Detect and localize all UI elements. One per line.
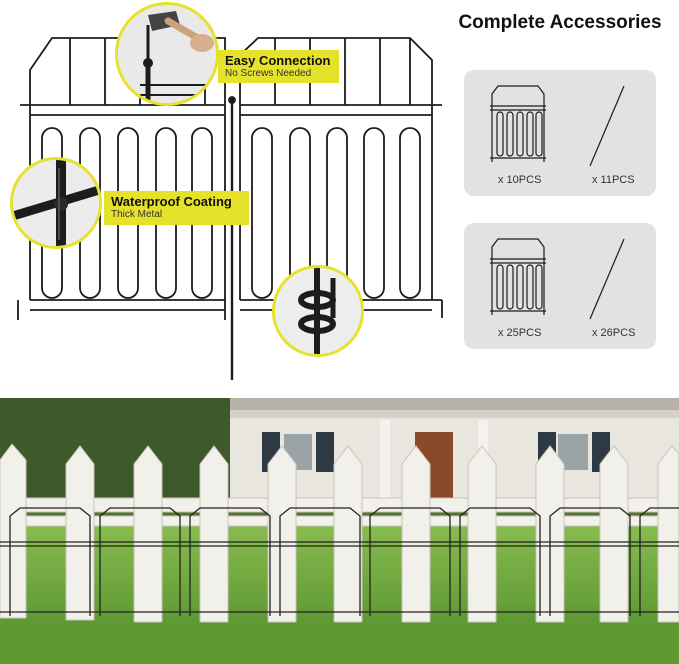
panel-quantity: x 10PCS <box>498 174 542 186</box>
hammer-icon <box>118 5 216 103</box>
hook-zoom-circle <box>272 265 364 357</box>
stake-quantity: x 26PCS <box>592 327 636 339</box>
easy-connection-title: Easy Connection <box>225 53 331 68</box>
accessories-title: Complete Accessories <box>458 12 662 33</box>
ground-stake-icon <box>589 85 625 167</box>
accessory-card-small: x 10PCS x 11PCS <box>464 70 656 196</box>
hook-connector-icon <box>275 268 361 354</box>
ground-stake-icon <box>589 238 625 320</box>
easy-connection-subtitle: No Screws Needed <box>225 68 312 79</box>
lifestyle-photo <box>0 398 679 664</box>
waterproof-coating-title: Waterproof Coating <box>111 194 232 209</box>
coating-zoom-circle <box>10 157 102 249</box>
waterproof-coating-label: Waterproof Coating Thick Metal <box>104 191 249 225</box>
accessory-card-large: x 25PCS x 26PCS <box>464 223 656 349</box>
fence-panel-icon <box>490 238 546 315</box>
house <box>230 398 679 508</box>
waterproof-coating-subtitle: Thick Metal <box>111 209 163 220</box>
easy-connection-label: Easy Connection No Screws Needed <box>218 50 339 83</box>
connecting-stake <box>228 96 236 380</box>
panel-quantity: x 25PCS <box>498 327 542 339</box>
metal-garden-fence <box>0 507 679 616</box>
fence-panel-icon <box>490 85 546 162</box>
stake-quantity: x 11PCS <box>592 174 635 186</box>
connection-zoom-circle <box>115 2 219 106</box>
metal-bar-closeup-icon <box>13 160 99 246</box>
